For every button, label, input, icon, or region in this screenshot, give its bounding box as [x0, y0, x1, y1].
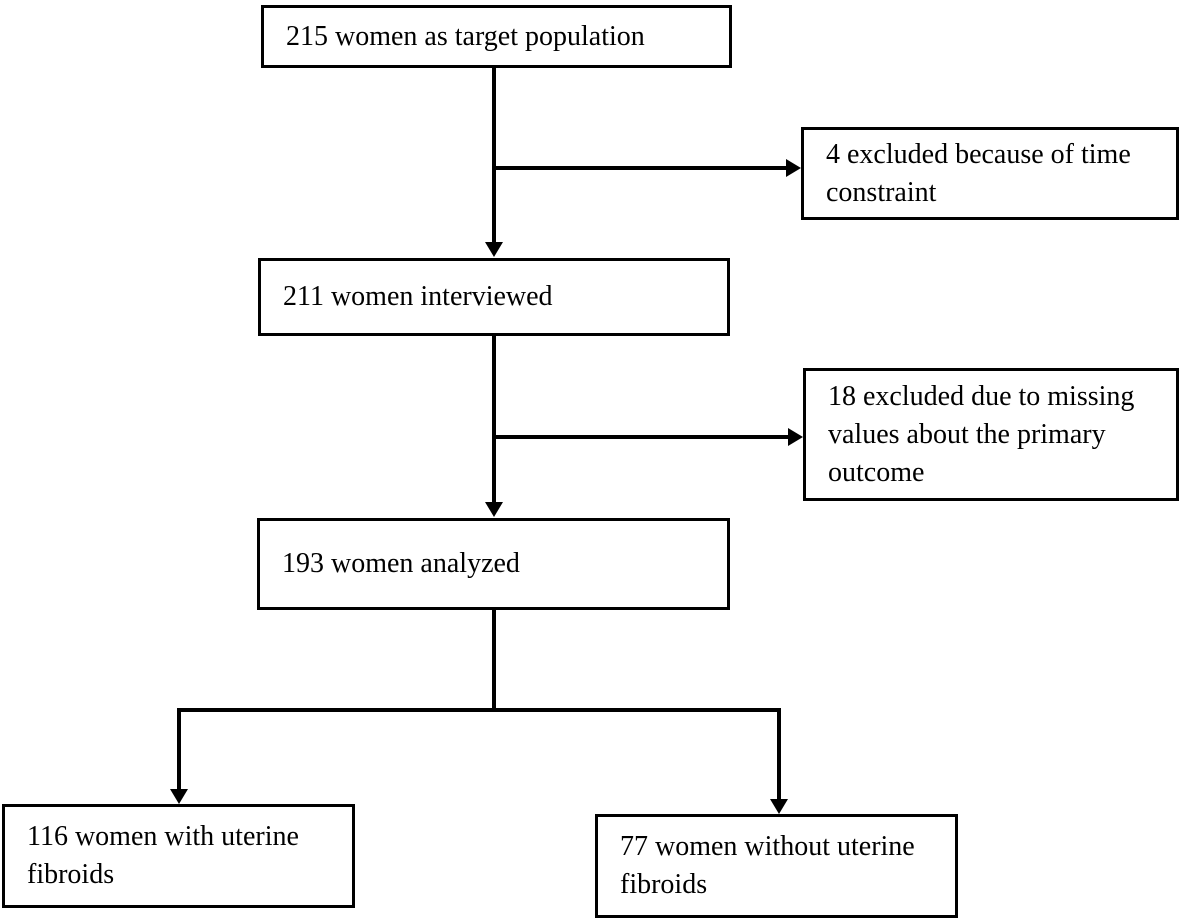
flow-node-label: 211 women interviewed — [283, 281, 553, 312]
flow-node-interviewed: 211 women interviewed — [258, 258, 730, 336]
arrowhead-excluded-missing — [788, 428, 803, 446]
flow-node-label: 116 women with uterine fibroids — [27, 821, 299, 890]
flow-node-with-uterine-fibroids: 116 women with uterine fibroids — [2, 804, 355, 908]
flow-node-label: 18 excluded due to missing values about … — [828, 380, 1135, 488]
arrowhead-with-fibroids — [170, 789, 188, 804]
flow-node-excluded-missing-values: 18 excluded due to missing values about … — [803, 368, 1179, 501]
arrowhead-analyzed — [485, 502, 503, 517]
flow-node-target-population: 215 women as target population — [261, 5, 732, 68]
arrowhead-interviewed — [485, 242, 503, 257]
flow-node-analyzed: 193 women analyzed — [257, 518, 730, 610]
flow-node-label: 193 women analyzed — [282, 548, 520, 579]
flow-node-label: 215 women as target population — [286, 20, 645, 52]
arrowhead-excluded-time — [786, 159, 801, 177]
flow-node-without-uterine-fibroids: 77 women without uterine fibroids — [595, 814, 958, 918]
flow-node-label: 77 women without uterine fibroids — [620, 831, 915, 900]
arrowhead-without-fibroids — [770, 799, 788, 814]
flow-node-excluded-time-constraint: 4 excluded because of time constraint — [801, 127, 1179, 220]
flow-node-label: 4 excluded because of time constraint — [826, 138, 1131, 208]
